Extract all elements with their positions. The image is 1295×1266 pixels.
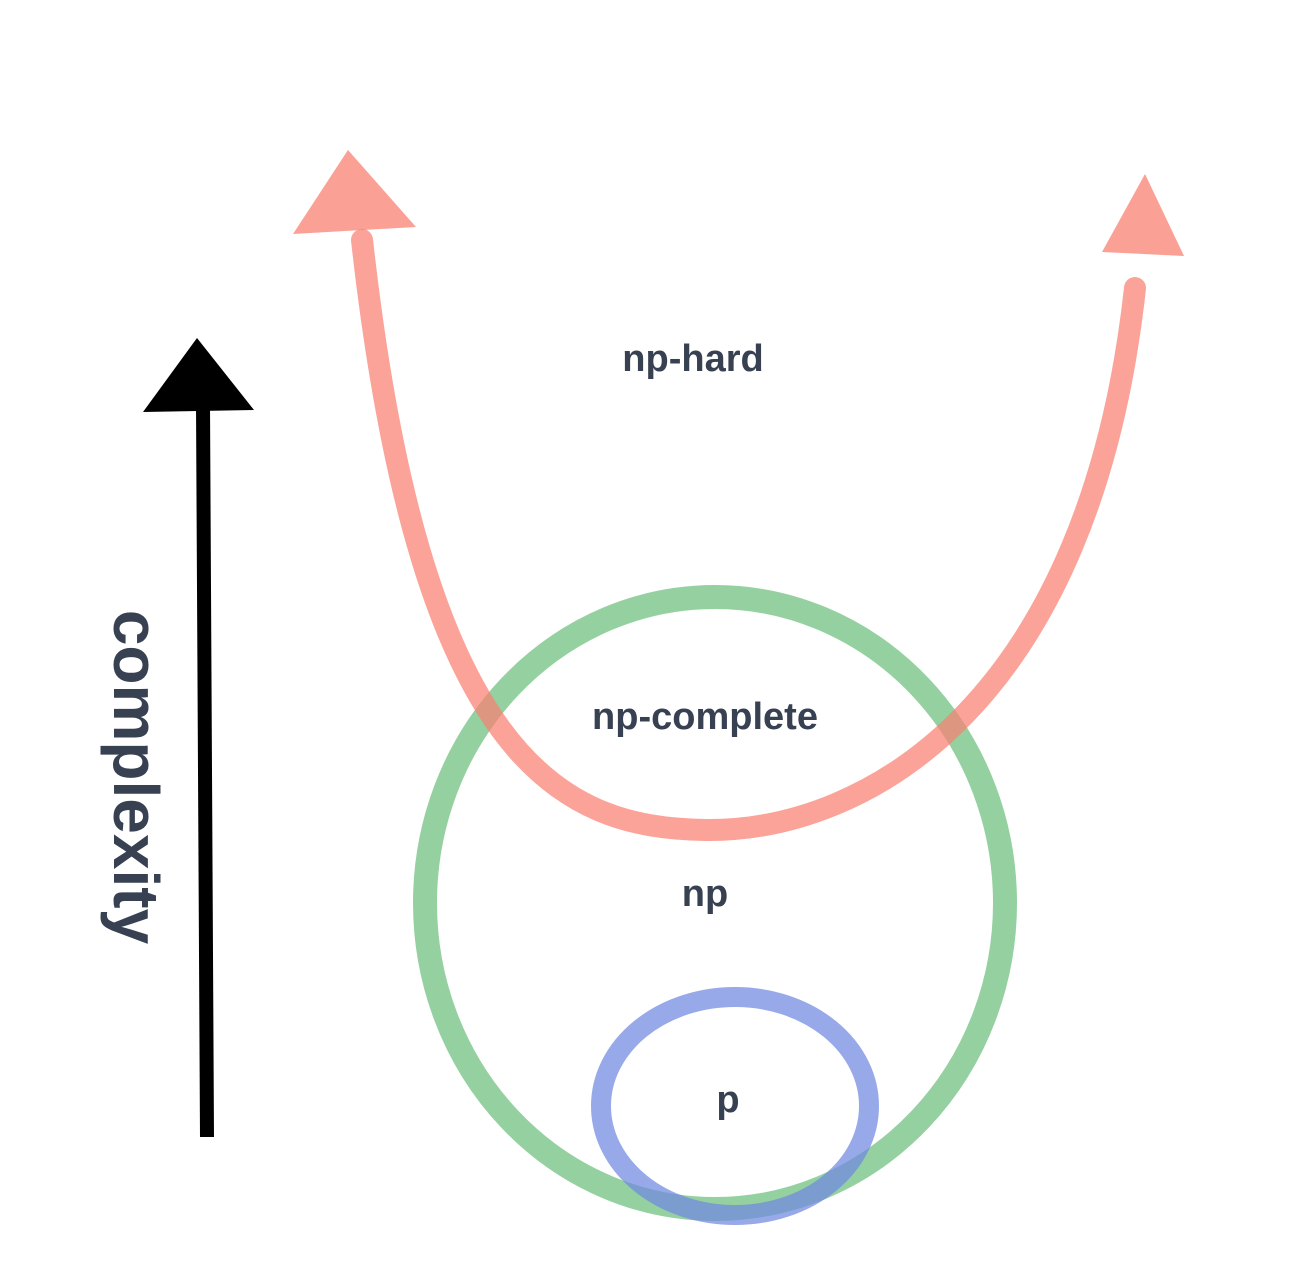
p-label: p: [716, 1079, 739, 1121]
np-hard-curve: [351, 229, 1146, 842]
p-circle: [591, 987, 879, 1225]
np-complete-label: np-complete: [592, 696, 818, 738]
np-label: np: [682, 873, 728, 915]
np-hard-right-arrowhead-icon: [1102, 174, 1184, 256]
complexity-axis-label: complexity: [100, 610, 172, 945]
np-hard-label: np-hard: [622, 338, 763, 380]
np-hard-left-arrowhead-icon: [293, 150, 416, 234]
complexity-axis-line: [196, 404, 214, 1138]
complexity-axis-arrowhead-icon: [143, 338, 254, 412]
